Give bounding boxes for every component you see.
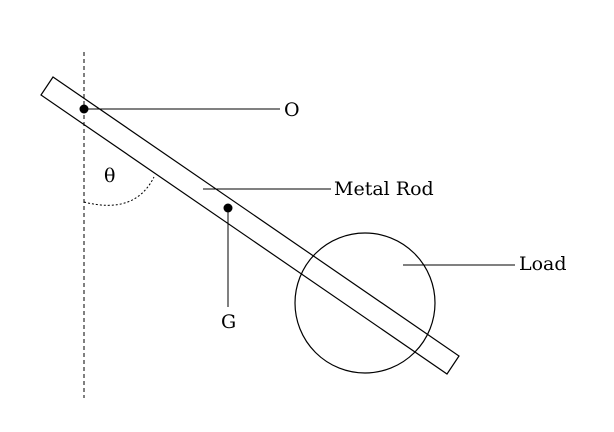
rod-label: Metal Rod <box>334 178 434 200</box>
pivot-label: O <box>284 99 300 121</box>
metal-rod <box>40 76 460 375</box>
cog-label: G <box>221 311 236 333</box>
load-label: Load <box>519 253 567 275</box>
angle-arc <box>83 176 155 206</box>
load-circle <box>294 232 436 374</box>
angle-label: θ <box>104 165 115 187</box>
